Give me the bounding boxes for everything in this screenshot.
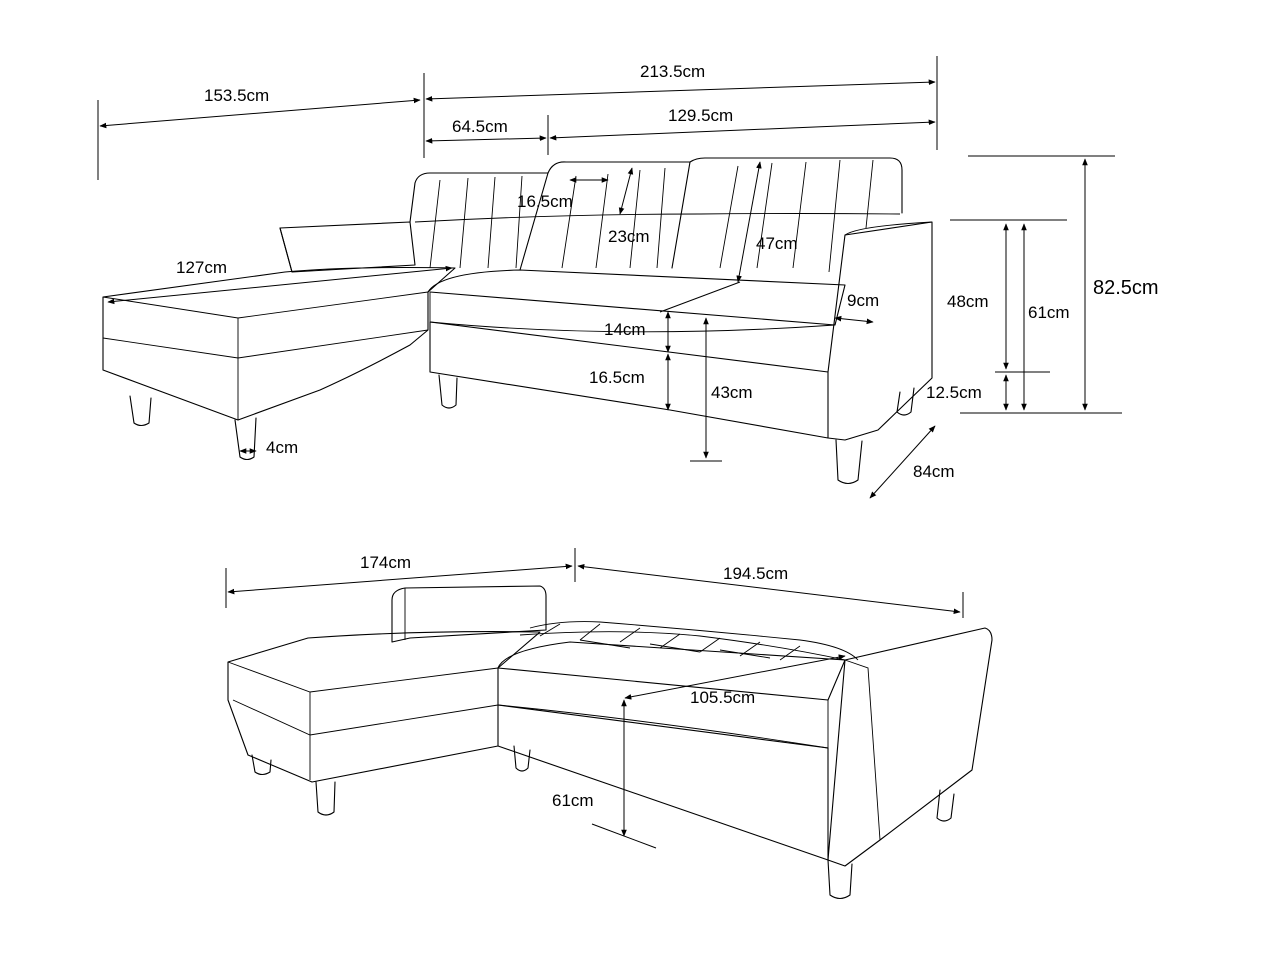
dim-label-arm-height-inner: 48cm	[947, 292, 989, 311]
dim-label-back-height: 47cm	[756, 234, 798, 253]
dim-label-cushion-height: 23cm	[608, 227, 650, 246]
dim-label-chaise-length: 127cm	[176, 258, 227, 277]
dim-label-chaise-width: 174cm	[360, 553, 411, 572]
dim-label-cushion-width: 16.5cm	[517, 192, 573, 211]
dim-label-total-height: 82.5cm	[1093, 277, 1159, 299]
dim-label-seat-height: 43cm	[711, 383, 753, 402]
dim-label-total-left-width: 153.5cm	[204, 86, 269, 105]
dim-label-bed-length: 194.5cm	[723, 564, 788, 583]
sofa-bed-dimension-labels: 174cm 194.5cm 105.5cm 61cm	[360, 553, 788, 810]
dim-label-chaise-seat-width: 64.5cm	[452, 117, 508, 136]
dim-label-depth: 84cm	[913, 462, 955, 481]
sofa-bed-dimension-lines	[225, 548, 964, 849]
dim-label-arm-height: 61cm	[1028, 303, 1070, 322]
sofa-dimension-labels: 153.5cm 213.5cm 64.5cm 129.5cm 16.5cm 23…	[176, 62, 1159, 481]
dim-label-seat-thickness: 14cm	[604, 320, 646, 339]
dim-label-leg-height: 12.5cm	[926, 383, 982, 402]
dim-label-bed-width: 105.5cm	[690, 688, 755, 707]
dim-label-bed-height: 61cm	[552, 791, 594, 810]
dim-label-base-height: 16.5cm	[589, 368, 645, 387]
dim-label-sofa-width: 129.5cm	[668, 106, 733, 125]
sofa-bed-drawing	[227, 585, 993, 900]
dim-label-leg-width: 4cm	[266, 438, 298, 457]
dim-label-total-width: 213.5cm	[640, 62, 705, 81]
dim-label-arm-width: 9cm	[847, 291, 879, 310]
sofa-dimension-lines	[97, 56, 1122, 499]
